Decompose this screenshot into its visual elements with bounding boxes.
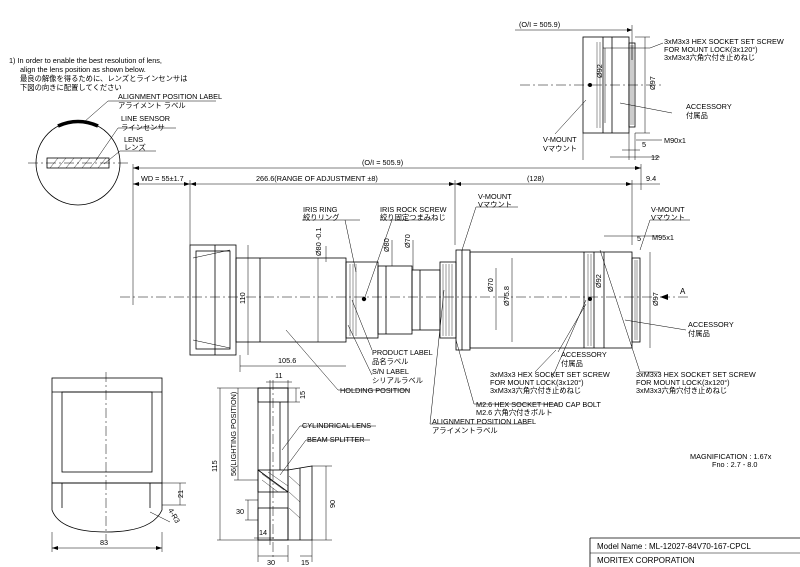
dim-90: 90 (328, 500, 337, 508)
dim-83: 83 (100, 538, 108, 547)
mid-set-screw-jp: 3xM3x3六角穴付き止めねじ (490, 386, 581, 395)
front-view (51, 372, 186, 552)
alignment-note: 1) In order to enable the best resolutio… (9, 56, 187, 92)
dim-5-top: 5 (642, 140, 646, 149)
vmount-label-jp: Vマウント (478, 200, 512, 209)
model-name: Model Name : ML-12027-84V70-167-CPCL (597, 542, 751, 551)
dim-15-b: 15 (301, 558, 309, 567)
product-label-en: PRODUCT LABEL (372, 348, 433, 357)
dim-56-lighting: 56(LIGHTING POSITION) (229, 392, 238, 476)
dim-phi92: Ø92 (594, 274, 603, 288)
dim-21: 21 (176, 490, 185, 498)
top-vmount-en: V-MOUNT (543, 135, 577, 144)
dim-ol-main: (O/I = 505.9) (362, 158, 403, 167)
alignment-label-jp: アライメント ラベル (118, 101, 186, 110)
lens-label-en: LENS (124, 135, 143, 144)
dim-105-6: 105.6 (278, 356, 296, 365)
side-view (217, 380, 376, 562)
dim-phi92-top: Ø92 (595, 64, 604, 78)
dim-110: 110 (238, 292, 247, 304)
main-leader-lines (285, 206, 690, 425)
mid-set-screw-2: FOR MOUNT LOCK(3x120°) (490, 378, 584, 387)
iris-rock-label-jp: 絞り固定つまみねじ (380, 213, 446, 222)
dim-ol-top: (O/I = 505.9) (519, 20, 560, 29)
mid-accessory-jp: 付属品 (561, 359, 583, 368)
dim-phi75-8: Ø75.8 (502, 286, 511, 306)
dim-115: 115 (210, 460, 219, 472)
dim-9-4: 9.4 (646, 174, 656, 183)
alignment-position-label-en: ALIGNMENT POSITION LABEL (432, 417, 536, 426)
dim-adjust: 266.6(RANGE OF ADJUSTMENT ±8) (256, 174, 378, 183)
accessory-label-en: ACCESSORY (688, 320, 734, 329)
dim-30-b: 30 (267, 558, 275, 567)
dim-14: 14 (259, 528, 267, 537)
mid-set-screw-1: 3xM3x3 HEX SOCKET SET SCREW (490, 370, 610, 379)
dim-128: (128) (527, 174, 544, 183)
vmount-label-en: V-MOUNT (478, 192, 512, 201)
right-vmount-label-jp: Vマウント (651, 213, 685, 222)
dim-phi97: Ø97 (651, 292, 660, 306)
right-vmount-label-en: V-MOUNT (651, 205, 685, 214)
right-set-screw-2: FOR MOUNT LOCK(3x120°) (636, 378, 730, 387)
alignment-position-label-jp: アライメントラベル (432, 426, 498, 435)
alignment-label-en: ALIGNMENT POSITION LABEL (118, 92, 222, 101)
product-label-jp: 品名ラベル (372, 357, 408, 366)
note-line-2: align the lens position as shown below. (20, 65, 146, 74)
dim-m95: M95x1 (652, 233, 674, 242)
sn-label-en: S/N LABEL (372, 367, 409, 376)
dim-15: 15 (298, 391, 307, 399)
iris-ring-label-jp: 絞りリング (303, 213, 339, 222)
sn-label-jp: シリアルラベル (372, 376, 423, 385)
top-set-screw-2: FOR MOUNT LOCK(3x120°) (664, 45, 758, 54)
title-block (589, 537, 800, 567)
right-set-screw-1: 3xM3x3 HEX SOCKET SET SCREW (636, 370, 756, 379)
dim-11: 11 (275, 371, 283, 380)
right-set-screw-jp: 3xM3x3六角穴付き止めねじ (636, 386, 727, 395)
accessory-detail-view (515, 25, 673, 160)
top-set-screw-jp: 3xM3x3六角穴付き止めねじ (664, 53, 755, 62)
iris-ring-label-en: IRIS RING (303, 205, 338, 214)
dim-30-a: 30 (236, 507, 244, 516)
view-arrow-a: A (680, 287, 686, 296)
cap-bolt-label-jp: M2.6 六角穴付きボルト (476, 408, 553, 417)
company-name: MORITEX CORPORATION (597, 556, 695, 565)
alignment-circle-view (28, 100, 216, 206)
cylindrical-lens-label: CYLINDRICAL LENS (302, 421, 371, 430)
line-sensor-label-en: LINE SENSOR (121, 114, 170, 123)
dim-phi70-b: Ø70 (486, 278, 495, 292)
note-line-3: 最良の解像を得るために、レンズとラインセンサは (20, 74, 187, 83)
top-accessory-jp: 付属品 (686, 111, 708, 120)
dim-phi80-tol: Ø80 -0.1 (314, 228, 323, 256)
accessory-label-jp: 付属品 (688, 329, 710, 338)
main-lens-body (189, 244, 641, 356)
main-vertical-dims (239, 235, 660, 372)
fno-spec: Fno : 2.7 - 8.0 (712, 460, 757, 469)
dim-wd: WD = 55±1.7 (141, 174, 184, 183)
dim-5-main: 5 (637, 234, 641, 243)
dim-12: 12 (651, 153, 659, 162)
top-set-screw-1: 3xM3x3 HEX SOCKET SET SCREW (664, 37, 784, 46)
dim-m90: M90x1 (664, 136, 686, 145)
note-line-4: 下図の向きに配置してください (20, 83, 122, 92)
cap-bolt-label-en: M2.6 HEX SOCKET HEAD CAP BOLT (476, 400, 601, 409)
iris-rock-label-en: IRIS ROCK SCREW (380, 205, 447, 214)
beam-splitter-label: BEAM SPLITTER (307, 435, 365, 444)
dim-r3: 4-R3 (166, 507, 182, 525)
magnification-spec: MAGNIFICATION : 1.67x (690, 452, 772, 461)
dim-phi97-top: Ø97 (648, 76, 657, 90)
dim-phi70-a: Ø70 (403, 234, 412, 248)
mid-accessory-en: ACCESSORY (561, 350, 607, 359)
top-accessory-en: ACCESSORY (686, 102, 732, 111)
lens-label-jp: レンズ (124, 143, 146, 152)
holding-position-label: HOLDING POSITION (340, 386, 410, 395)
note-line-1: 1) In order to enable the best resolutio… (9, 56, 162, 65)
top-vmount-jp: Vマウント (543, 144, 577, 153)
dim-phi80: Ø80 (382, 238, 391, 252)
line-sensor-label-jp: ラインセンサ (121, 123, 165, 132)
